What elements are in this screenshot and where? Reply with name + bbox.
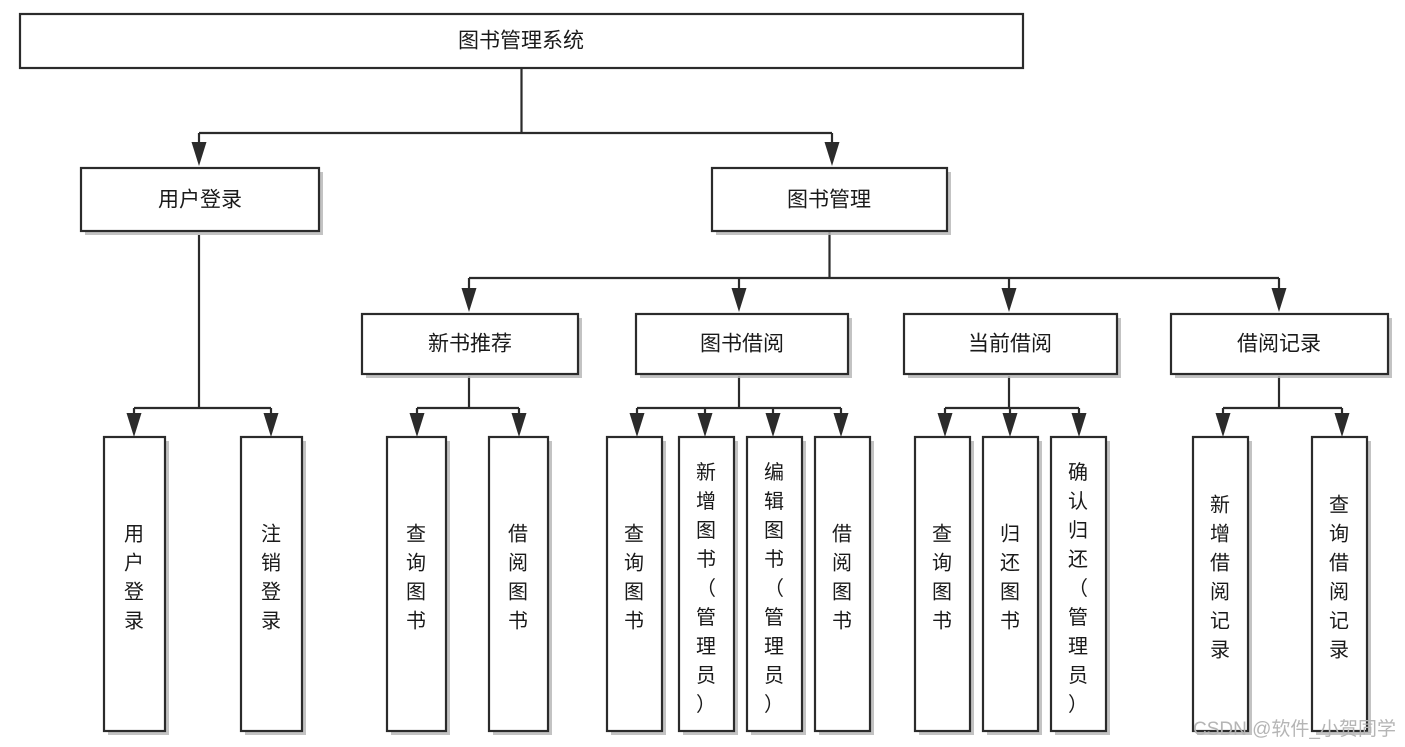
node-current-borrow[interactable]: 当前借阅 [902, 312, 1121, 378]
leaf-user-login-0[interactable]: 用户登录 [102, 435, 169, 735]
arrow-to-current-borrow [1001, 288, 1017, 312]
arrow-leaf-br-1 [1334, 413, 1350, 437]
arrow-leaf-cb-2 [1071, 413, 1087, 437]
connector-layer [126, 68, 1350, 437]
leaf-book-borrow-1[interactable]: 新增图书（管理员） [677, 435, 738, 735]
arrow-to-user-login [191, 142, 207, 166]
node-new-book-recommend[interactable]: 新书推荐 [360, 312, 582, 378]
leaf-cb-1-box [981, 435, 1040, 733]
leaf-book-borrow-3[interactable]: 借阅图书 [813, 435, 874, 735]
arrow-to-new-book [461, 288, 477, 312]
book-borrow-box [634, 312, 850, 376]
leaf-nb-1-box [487, 435, 550, 733]
book-borrow-label: 图书借阅 [700, 333, 784, 356]
current-borrow-label: 当前借阅 [968, 333, 1052, 356]
leaf-borrow-record-0[interactable]: 新增借阅记录 [1191, 435, 1252, 735]
arrow-to-book-manage [824, 142, 840, 166]
arrow-leaf-bb-0 [629, 413, 645, 437]
arrow-leaf-cb-0 [937, 413, 953, 437]
leaf-user-login-1[interactable]: 注销登录 [239, 435, 306, 735]
arrow-leaf-ul-0 [126, 413, 142, 437]
leaf-current-borrow-1[interactable]: 归还图书 [981, 435, 1042, 735]
leaf-bb-1-box [677, 435, 736, 733]
root-label: 图书管理系统 [458, 30, 584, 53]
leaf-ul-1-label: 注销登录 [261, 523, 281, 633]
borrow-record-box [1169, 312, 1390, 376]
leaf-cb-0-box [913, 435, 972, 733]
borrow-record-label: 借阅记录 [1237, 333, 1321, 356]
leaf-ul-1-box [239, 435, 304, 733]
new-book-label: 新书推荐 [428, 333, 512, 356]
leaf-current-borrow-2[interactable]: 确认归还（管理员） [1049, 435, 1110, 735]
leaf-br-0-box [1191, 435, 1250, 733]
arrow-leaf-nb-1 [511, 413, 527, 437]
leaf-nb-0-label: 查询图书 [406, 523, 426, 633]
node-book-manage[interactable]: 图书管理 [710, 166, 951, 235]
leaf-bb-3-label: 借阅图书 [832, 523, 852, 633]
leaf-br-1-label: 查询借阅记录 [1329, 494, 1349, 662]
book-manage-label: 图书管理 [787, 189, 871, 212]
leaf-bb-2-label: 编辑图书（管理员） [764, 461, 784, 716]
arrow-to-borrow-record [1271, 288, 1287, 312]
arrow-leaf-bb-3 [833, 413, 849, 437]
leaf-br-0-label: 新增借阅记录 [1210, 494, 1230, 662]
leaf-book-borrow-0[interactable]: 查询图书 [605, 435, 666, 735]
book-manage-box [710, 166, 949, 233]
arrow-leaf-bb-1 [697, 413, 713, 437]
leaf-cb-0-label: 查询图书 [932, 523, 952, 633]
arrow-leaf-br-0 [1215, 413, 1231, 437]
leaf-new-book-0[interactable]: 查询图书 [385, 435, 450, 735]
node-root[interactable]: 图书管理系统 [18, 12, 1025, 70]
node-borrow-record[interactable]: 借阅记录 [1169, 312, 1392, 378]
leaf-br-1-box [1310, 435, 1369, 733]
new-book-box [360, 312, 580, 376]
current-borrow-box [902, 312, 1119, 376]
leaf-nb-0-box [385, 435, 448, 733]
leaf-bb-2-box [745, 435, 804, 733]
leaf-cb-1-label: 归还图书 [1000, 523, 1020, 633]
leaf-new-book-1[interactable]: 借阅图书 [487, 435, 552, 735]
leaf-ul-0-box [102, 435, 167, 733]
user-login-box [79, 166, 321, 233]
leaf-bb-3-box [813, 435, 872, 733]
arrow-leaf-cb-1 [1002, 413, 1018, 437]
csdn-watermark: CSDN @软件_小贺同学 [1193, 718, 1396, 740]
root-box [18, 12, 1025, 70]
leaf-borrow-record-1[interactable]: 查询借阅记录 [1310, 435, 1371, 735]
leaf-book-borrow-2[interactable]: 编辑图书（管理员） [745, 435, 806, 735]
leaf-cb-2-box [1049, 435, 1108, 733]
node-book-borrow[interactable]: 图书借阅 [634, 312, 852, 378]
leaf-bb-0-label: 查询图书 [624, 523, 644, 633]
arrow-leaf-bb-2 [765, 413, 781, 437]
leaf-current-borrow-0[interactable]: 查询图书 [913, 435, 974, 735]
leaf-nb-1-label: 借阅图书 [508, 523, 528, 633]
leaf-bb-1-label: 新增图书（管理员） [696, 461, 716, 716]
arrow-leaf-nb-0 [409, 413, 425, 437]
leaf-ul-0-label: 用户登录 [124, 524, 144, 633]
leaf-cb-2-label: 确认归还（管理员） [1068, 461, 1088, 716]
leaf-bb-0-box [605, 435, 664, 733]
user-login-label: 用户登录 [158, 189, 242, 212]
arrow-to-book-borrow [731, 288, 747, 312]
node-user-login[interactable]: 用户登录 [79, 166, 323, 235]
arrow-leaf-ul-1 [263, 413, 279, 437]
